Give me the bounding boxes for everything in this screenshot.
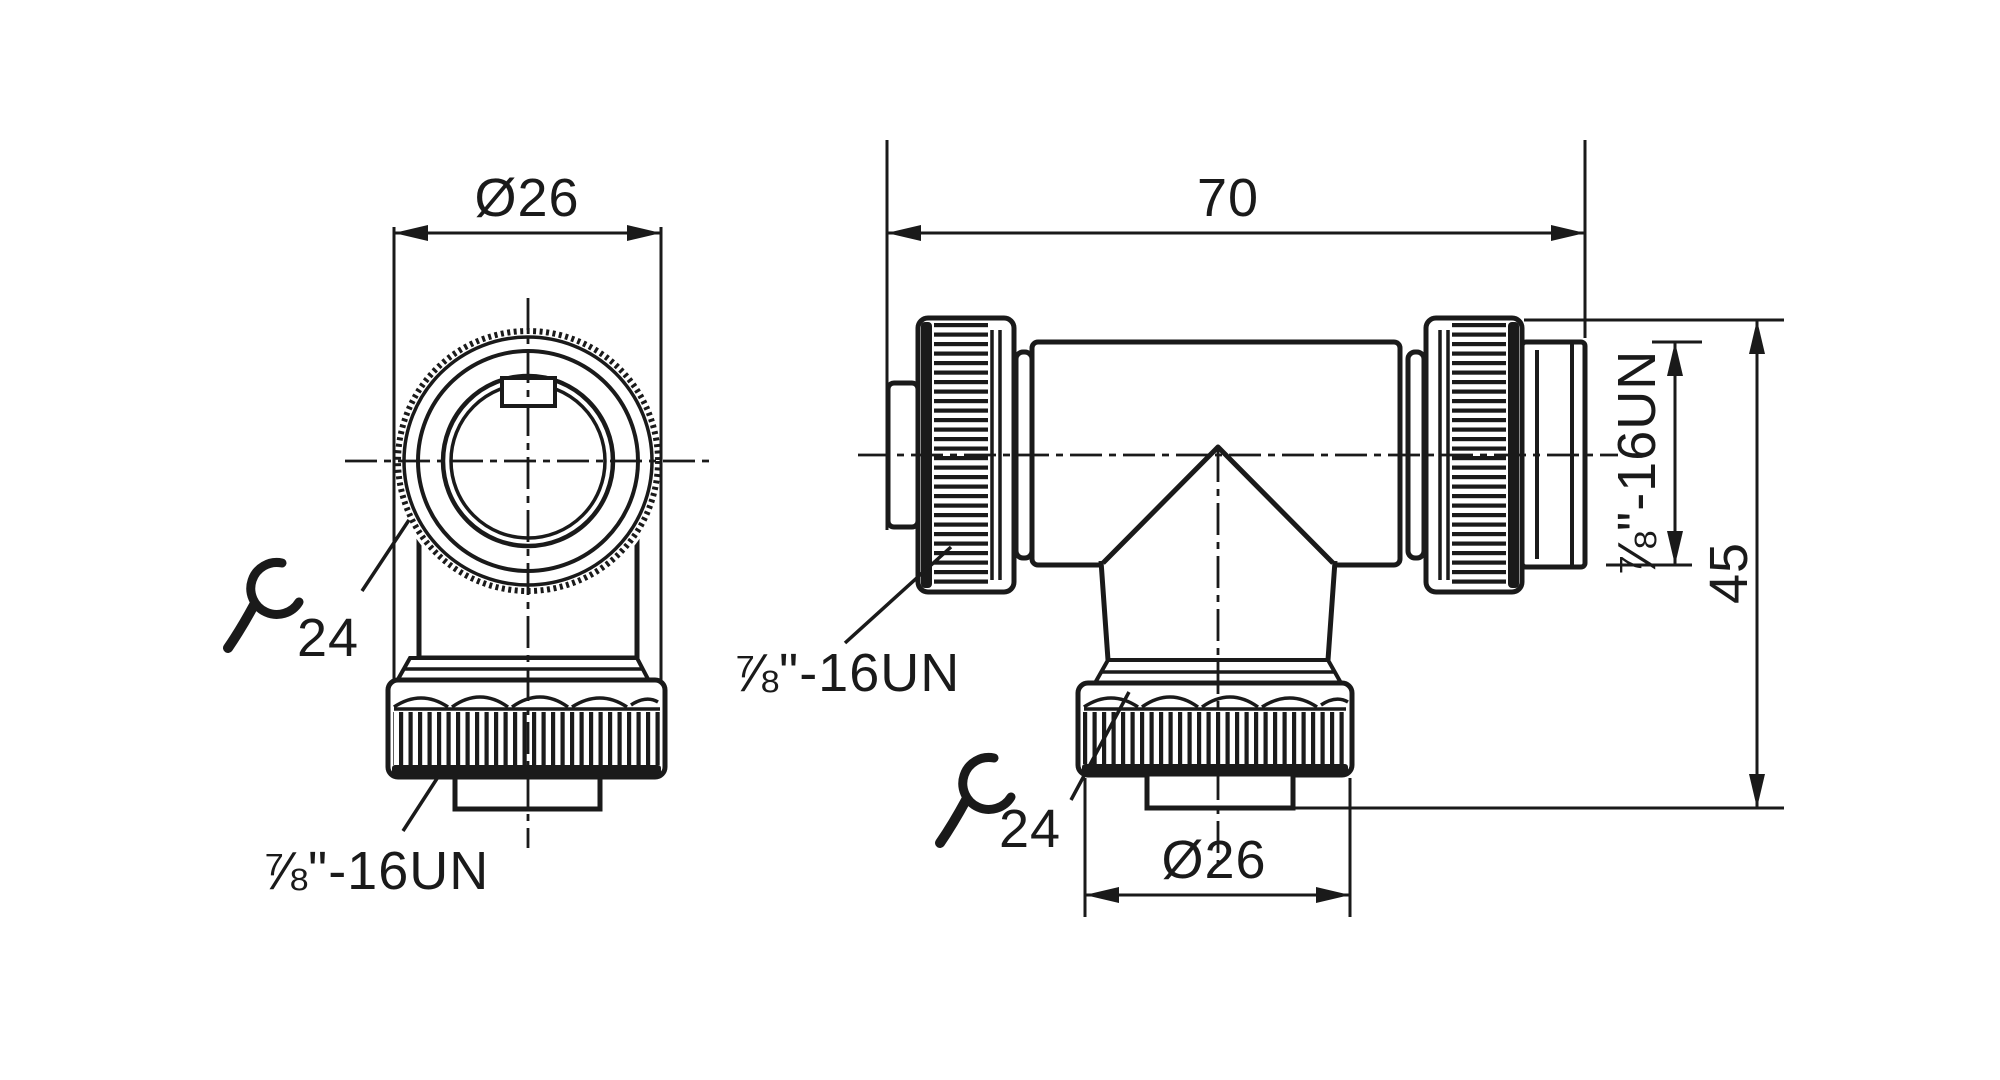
side-length-label: 70	[1197, 168, 1259, 228]
leader-line	[1069, 691, 1131, 801]
leader-line	[401, 776, 440, 832]
side-thread-label: ⅞"-16UN	[733, 643, 960, 703]
front-nut-chamfer-arcs	[393, 695, 659, 709]
side-length-dimension: 70	[885, 140, 1587, 530]
side-view: 70 45 ⅞"-16UN ⅞"-16UN 24	[733, 140, 1784, 917]
side-bottom-port	[1098, 560, 1338, 661]
side-thread-label-vertical: ⅞"-16UN	[1607, 350, 1667, 577]
side-wrench-size-label: 24	[999, 799, 1061, 859]
wrench-icon	[228, 562, 299, 648]
side-diameter-label: Ø26	[1161, 830, 1266, 890]
side-diameter-dimension: Ø26	[1083, 778, 1352, 917]
side-height-label: 45	[1699, 542, 1759, 604]
side-bottom-nut-knurling	[1083, 712, 1347, 764]
front-nut-knurling	[393, 712, 660, 765]
side-bottom-thread-stub	[1144, 771, 1296, 811]
leader-line	[843, 545, 953, 645]
leader-line	[360, 519, 411, 592]
side-bottom-coupling-nut	[1075, 680, 1355, 778]
front-diameter-label: Ø26	[474, 168, 579, 228]
front-view: Ø26 ⅞"-16UN 24	[228, 168, 710, 901]
side-right-coupling-nut	[1423, 315, 1525, 595]
side-height-dimension: 45	[1295, 318, 1784, 810]
front-diameter-dimension: Ø26	[392, 168, 663, 680]
side-thread-dimension-vertical: ⅞"-16UN	[1606, 340, 1702, 577]
front-wrench-size-label: 24	[297, 608, 359, 668]
side-bottom-nut-chamfer-arcs	[1083, 695, 1349, 709]
front-thread-label: ⅞"-16UN	[262, 841, 489, 901]
